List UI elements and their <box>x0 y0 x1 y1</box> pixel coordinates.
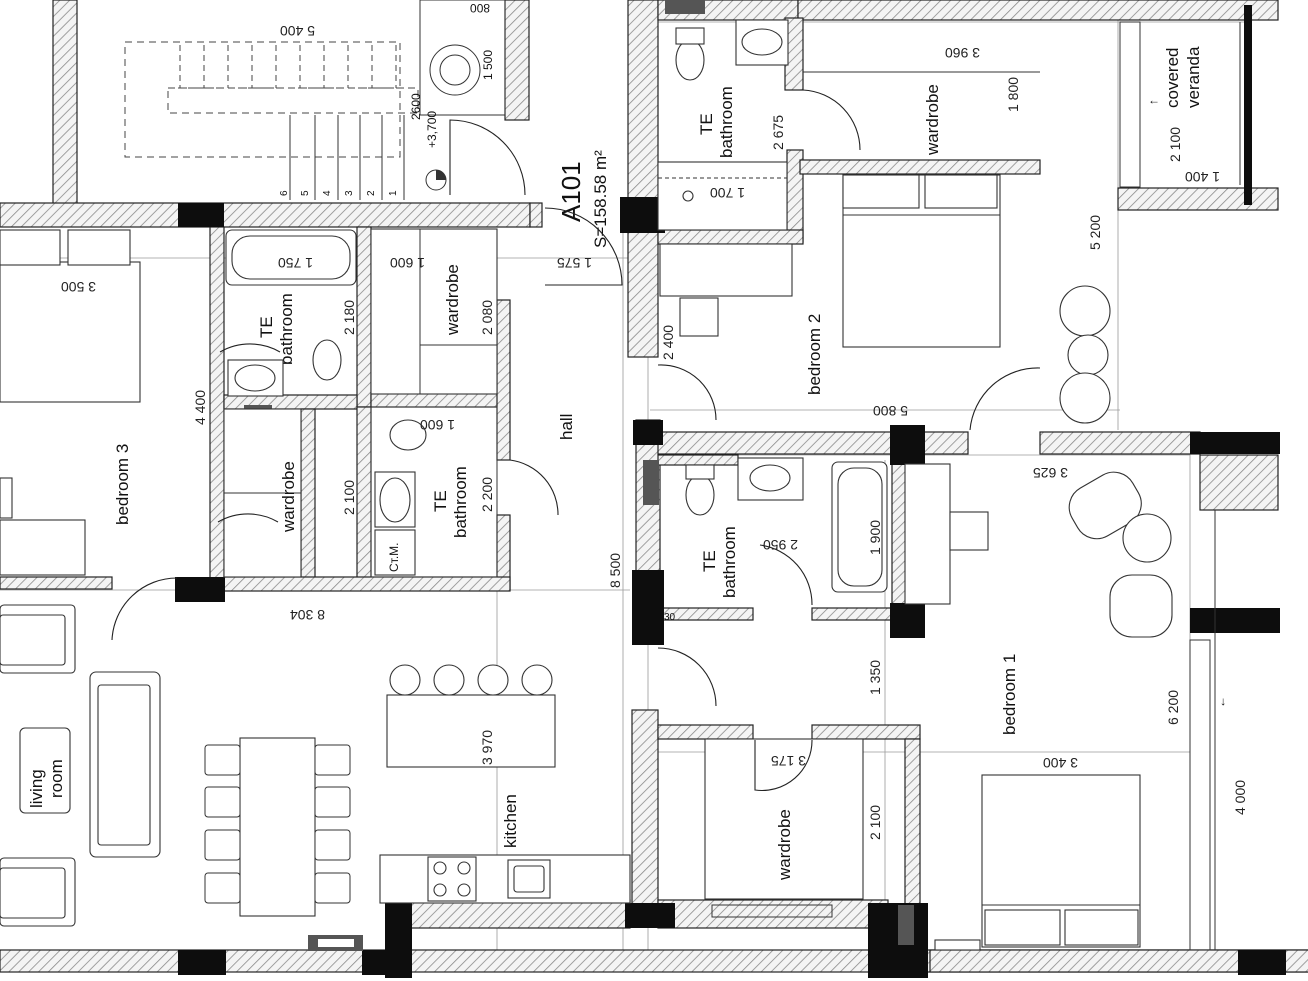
bedroom-3: 3 500 bedroom 3 4 400 <box>0 229 208 641</box>
dim-1575: 1 575 <box>557 255 592 271</box>
dim-8500: 8 500 <box>607 553 623 588</box>
stair-step-6: 6 <box>279 190 290 196</box>
stair-step-4: 4 <box>322 190 333 196</box>
dim-3970: 3 970 <box>479 730 495 765</box>
dim-3960: 3 960 <box>945 45 980 61</box>
bathroom-top-right: TE bathroom 2 675 1 700 <box>657 0 861 231</box>
stair-step-1: 1 <box>388 190 399 196</box>
room-living-2: room <box>47 759 66 798</box>
dim-1600-b: 1 600 <box>420 417 455 433</box>
dim-1350: 1 350 <box>867 660 883 695</box>
dim-5800: 5 800 <box>873 403 908 419</box>
apartment-id: A101 <box>556 161 586 222</box>
room-bathroom-1: bathroom <box>277 293 296 365</box>
room-veranda-1: covered <box>1163 48 1182 108</box>
bedroom-1: 3 625 1 350 bedroom 1 6 200 3 400 <box>657 463 1181 951</box>
room-bathroom-3: bathroom <box>717 86 736 158</box>
dim-2180: 2 180 <box>341 300 357 335</box>
dim-5400: 5 400 <box>280 23 315 39</box>
dim-1700: 1 700 <box>710 185 745 201</box>
dim-4400: 4 400 <box>192 390 208 425</box>
dim-2100-a: 2 100 <box>341 480 357 515</box>
dim-1400: 1 400 <box>1185 169 1220 185</box>
room-te-1: TE <box>257 316 276 338</box>
level-mark: +3,700 <box>425 111 439 148</box>
room-te-2: TE <box>431 490 450 512</box>
dim-3500: 3 500 <box>61 279 96 295</box>
wardrobe-bottom: wardrobe 2 100 3 175 <box>704 738 914 945</box>
dim-2200: 2 200 <box>479 477 495 512</box>
storage-mark: Ст.М. <box>387 543 401 573</box>
dim-3625: 3 625 <box>1033 465 1068 481</box>
dim-6200: 6 200 <box>1165 690 1181 725</box>
room-living-1: living <box>27 769 46 808</box>
dim-1500: 1 500 <box>481 50 495 80</box>
room-wardrobe-2: wardrobe <box>443 264 462 336</box>
dim-5200: 5 200 <box>1087 215 1103 250</box>
room-bathroom-4: bathroom <box>720 526 739 598</box>
room-kitchen: kitchen <box>501 794 520 848</box>
dim-800: 800 <box>470 1 490 15</box>
covered-veranda: covered veranda 2 100 1 400 ← <box>1119 21 1241 188</box>
living-kitchen: 8 304 living room 3 970 kitc <box>0 604 631 951</box>
bedroom-2: 2 400 bedroom 2 5 200 5 800 <box>657 174 1111 431</box>
room-hall: hall <box>557 414 576 440</box>
room-bedroom-1: bedroom 1 <box>1000 654 1019 735</box>
dim-1800: 1 800 <box>1005 77 1021 112</box>
room-bedroom-3: bedroom 3 <box>113 444 132 525</box>
dim-30: 30 <box>664 612 676 623</box>
apartment-area: S=158.58 m² <box>591 150 610 248</box>
bathroom-left-bottom: 1 600 Ст.М. TE bathroom 2 200 <box>370 406 559 578</box>
room-veranda-2: veranda <box>1184 46 1203 108</box>
room-bathroom-2: bathroom <box>451 466 470 538</box>
room-te-4: TE <box>700 550 719 572</box>
dim-2400: 2 400 <box>660 325 676 360</box>
stair-step-5: 5 <box>300 190 311 196</box>
arrow-veranda: ← <box>1148 93 1160 107</box>
stair-step-2: 2 <box>366 190 377 196</box>
dim-2100-c: 2 100 <box>867 805 883 840</box>
wardrobe-left: wardrobe 2 100 <box>217 408 357 578</box>
uncovered-veranda: 4 000 uncovered ← <box>1189 510 1248 951</box>
dim-2080: 2 080 <box>479 300 495 335</box>
wardrobe-top-right: 3 960 wardrobe 1 800 <box>803 45 1040 156</box>
room-wardrobe-3: wardrobe <box>923 84 942 156</box>
dim-2100-b: 2 100 <box>1167 127 1183 162</box>
dim-4000: 4 000 <box>1232 780 1248 815</box>
dim-1900: 1 900 <box>867 520 883 555</box>
columns <box>175 5 1286 978</box>
dim-2950: 2 950 <box>763 537 798 553</box>
room-wardrobe-1: wardrobe <box>279 461 298 533</box>
arrow-uncovered: ← <box>1214 696 1228 708</box>
dim-1600-a: 1 600 <box>390 255 425 271</box>
room-bedroom-2: bedroom 2 <box>805 314 824 395</box>
dim-3175: 3 175 <box>771 753 806 769</box>
staircase: 6 5 4 3 2 1 5 400 800 1 500 2600 +3,700 <box>124 0 526 200</box>
room-wardrobe-4: wardrobe <box>775 809 794 881</box>
dim-2600: 2600 <box>409 93 423 120</box>
bathroom-middle-right: 1 900 TE bathroom 2 950 30 <box>643 457 888 623</box>
dim-2675: 2 675 <box>770 115 786 150</box>
dim-1750: 1 750 <box>278 255 313 271</box>
room-te-3: TE <box>697 113 716 135</box>
stair-step-3: 3 <box>344 190 355 196</box>
wardrobe-center-top: 1 600 wardrobe 2 080 <box>370 228 498 395</box>
dim-3400: 3 400 <box>1043 755 1078 771</box>
dim-8304: 8 304 <box>290 607 325 623</box>
